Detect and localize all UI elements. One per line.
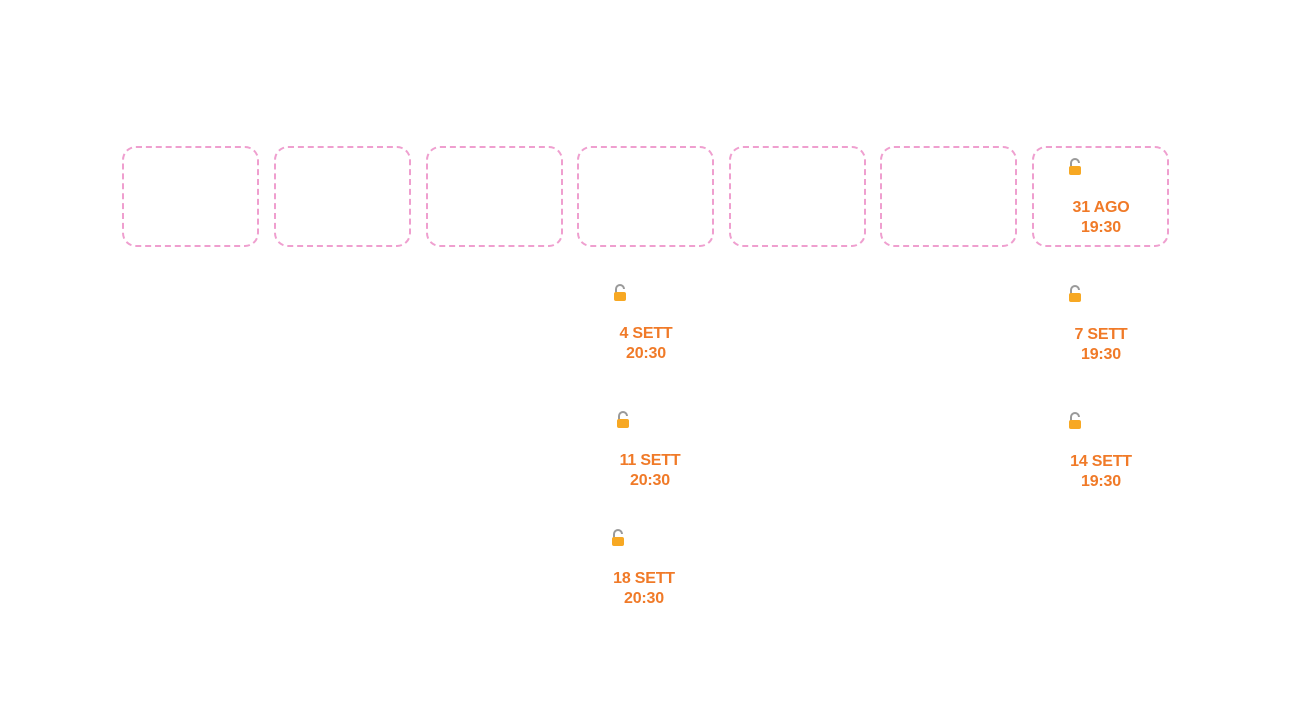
day-slot-3[interactable] [426,146,563,247]
unlocked-padlock-icon [1068,158,1082,176]
event-date: 11 SETT [619,452,681,469]
event-label: 7 SETT 19:30 [1041,325,1161,365]
unlocked-padlock-icon [613,284,627,302]
event-label: 14 SETT 19:30 [1041,452,1161,492]
day-slot-1[interactable] [122,146,259,247]
event-time: 19:30 [1081,219,1121,236]
event-label: 18 SETT 20:30 [584,569,704,609]
day-slot-7[interactable] [1032,146,1169,247]
event-time: 20:30 [630,472,670,489]
event-date: 7 SETT [1074,326,1128,343]
event-label: 11 SETT 20:30 [590,451,710,491]
event-label: 4 SETT 20:30 [586,324,706,364]
event-time: 20:30 [626,345,666,362]
event-label: 31 AGO 19:30 [1041,198,1161,238]
day-slot-4[interactable] [577,146,714,247]
day-slot-5[interactable] [729,146,866,247]
event-date: 31 AGO [1072,199,1130,216]
event-time: 19:30 [1081,473,1121,490]
event-time: 19:30 [1081,346,1121,363]
unlocked-padlock-icon [611,529,625,547]
day-slot-6[interactable] [880,146,1017,247]
event-date: 4 SETT [619,325,673,342]
unlocked-padlock-icon [1068,285,1082,303]
event-time: 20:30 [624,590,664,607]
day-slot-2[interactable] [274,146,411,247]
event-date: 14 SETT [1070,453,1132,470]
unlocked-padlock-icon [616,411,630,429]
event-date: 18 SETT [613,570,675,587]
unlocked-padlock-icon [1068,412,1082,430]
